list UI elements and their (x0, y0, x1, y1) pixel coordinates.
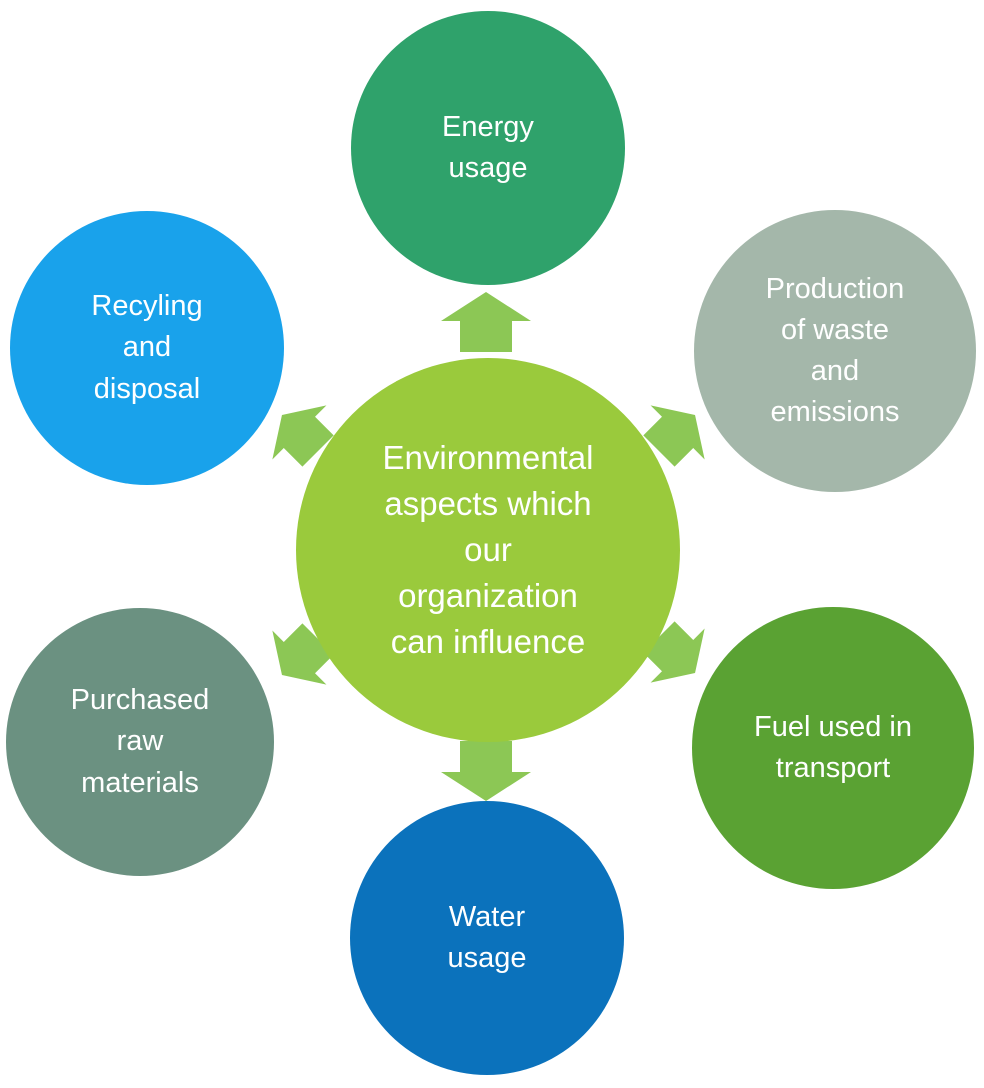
node-water-usage-label: Water usage (447, 900, 527, 974)
node-recyling-and-disposal-label: Recyling and disposal (91, 290, 203, 405)
node-center-label: Environmental aspects which our organiza… (382, 438, 594, 661)
node-energy-usage: Energy usage (351, 11, 625, 285)
node-production-waste-emissions: Production of waste and emissions (694, 210, 976, 492)
arrow-up-right-icon (631, 387, 724, 480)
node-fuel-used-in-transport: Fuel used in transport (692, 607, 974, 889)
arrow-down-left-icon (254, 611, 347, 704)
arrow-down-right-icon (631, 609, 724, 702)
node-water-usage: Water usage (350, 801, 624, 1075)
node-energy-usage-label: Energy usage (442, 110, 534, 184)
node-purchased-raw-materials-label: Purchased raw materials (70, 684, 210, 799)
node-production-waste-emissions-label: Production of waste and emissions (765, 272, 905, 429)
arrow-down-icon (440, 740, 532, 802)
node-center-environmental-aspects: Environmental aspects which our organiza… (296, 358, 680, 742)
node-purchased-raw-materials: Purchased raw materials (6, 608, 274, 876)
arrow-up-left-icon (254, 387, 347, 480)
arrow-up-icon (440, 291, 532, 353)
node-recyling-and-disposal: Recyling and disposal (10, 211, 284, 485)
node-fuel-used-in-transport-label: Fuel used in transport (754, 710, 912, 784)
